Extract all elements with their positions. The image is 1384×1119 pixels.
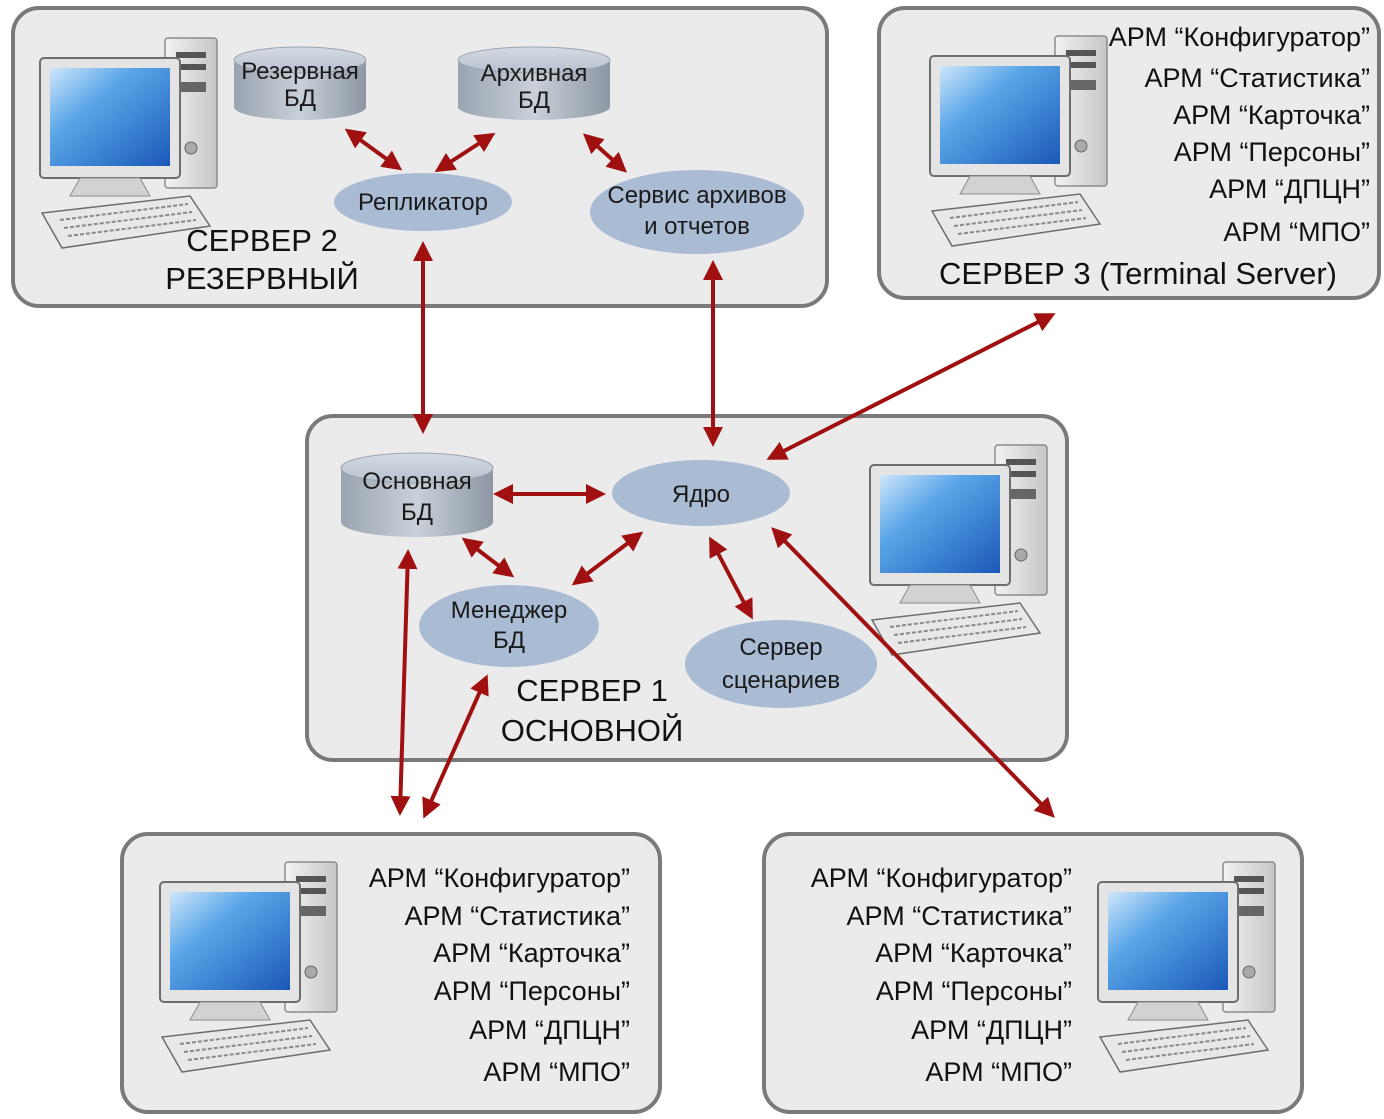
main-db[interactable]: Основная БД — [340, 452, 494, 537]
archive-db-label-2: БД — [518, 87, 550, 114]
main-db-label-2: БД — [401, 499, 433, 526]
arm-item: АРМ “ДПЦН” — [911, 1015, 1072, 1045]
arm-item: АРМ “ДПЦН” — [1209, 174, 1370, 204]
workstation-left-arm-list: АРМ “Конфигуратор” АРМ “Статистика” АРМ … — [369, 863, 630, 1087]
archive-service-label-2: и отчетов — [644, 213, 750, 240]
arrow-main-db-db-manager — [461, 537, 515, 578]
workstation-right-group: АРМ “Конфигуратор” АРМ “Статистика” АРМ … — [762, 832, 1304, 1114]
reserve-db[interactable]: Резервная БД — [233, 46, 367, 120]
arm-item: АРМ “Персоны” — [434, 976, 630, 1006]
desktop-computer-icon — [869, 444, 1048, 656]
scenario-server-node[interactable]: Сервер сценариев — [685, 620, 877, 708]
arm-item: АРМ “ДПЦН” — [469, 1015, 630, 1045]
arm-item: АРМ “Статистика” — [847, 901, 1073, 931]
arm-item: АРМ “Конфигуратор” — [369, 863, 630, 893]
replicator-node[interactable]: Репликатор — [334, 173, 512, 231]
desktop-computer-icon — [1097, 861, 1276, 1073]
server3-arm-list: АРМ “Конфигуратор” АРМ “Статистика” АРМ … — [1109, 22, 1370, 247]
desktop-computer-icon — [39, 37, 218, 249]
archive-db[interactable]: Архивная БД — [457, 46, 611, 120]
server2-group: Резервная БД Архивная БД Репликатор Серв… — [11, 6, 829, 308]
archive-service-node[interactable]: Сервис архивов и отчетов — [590, 170, 804, 254]
reserve-db-label-2: БД — [284, 85, 316, 112]
server1-title-line2: ОСНОВНОЙ — [501, 712, 683, 748]
arrow-main-db-workstation-left — [390, 549, 418, 816]
arm-item: АРМ “Конфигуратор” — [811, 863, 1072, 893]
scenario-server-label-1: Сервер — [739, 634, 822, 661]
db-manager-label-2: БД — [493, 627, 525, 654]
archive-service-label-1: Сервис архивов — [607, 182, 786, 209]
arrow-core-server3 — [766, 313, 1056, 460]
arm-item: АРМ “Карточка” — [875, 938, 1072, 968]
arrow-db-manager-workstation-left — [422, 674, 489, 819]
scenario-server-label-2: сценариев — [722, 667, 840, 694]
arrow-archive-db-archive-service — [583, 133, 627, 173]
server1-group: Основная БД Ядро Менеджер БД Сервер сцен… — [305, 414, 1069, 762]
arm-item: АРМ “Конфигуратор” — [1109, 22, 1370, 52]
reserve-db-label-1: Резервная — [241, 58, 359, 85]
db-manager-node[interactable]: Менеджер БД — [419, 585, 599, 667]
arm-item: АРМ “Статистика” — [405, 901, 631, 931]
arrow-archive-db-replicator — [434, 132, 496, 173]
arm-item: АРМ “Карточка” — [1173, 100, 1370, 130]
core-node[interactable]: Ядро — [612, 460, 790, 526]
arm-item: АРМ “Персоны” — [876, 976, 1072, 1006]
replicator-label: Репликатор — [358, 189, 488, 216]
connection-arrows — [344, 128, 1056, 819]
desktop-computer-icon — [929, 35, 1108, 247]
arm-item: АРМ “Карточка” — [433, 938, 630, 968]
arrow-core-scenario-server — [709, 536, 753, 620]
arrow-reserve-db-replicator — [344, 128, 403, 171]
workstation-right-arm-list: АРМ “Конфигуратор” АРМ “Статистика” АРМ … — [811, 863, 1072, 1087]
arrow-core-workstation-right — [771, 527, 1055, 818]
server1-title-line1: СЕРВЕР 1 — [516, 673, 668, 708]
server3-group: АРМ “Конфигуратор” АРМ “Статистика” АРМ … — [877, 6, 1381, 300]
arm-item: АРМ “Персоны” — [1174, 137, 1370, 167]
desktop-computer-icon — [159, 861, 338, 1073]
arm-item: АРМ “МПО” — [925, 1057, 1072, 1087]
archive-db-label-1: Архивная — [481, 60, 588, 87]
db-manager-label-1: Менеджер — [451, 597, 567, 624]
server2-title-line1: СЕРВЕР 2 — [186, 223, 338, 258]
arm-item: АРМ “Статистика” — [1145, 63, 1371, 93]
arrow-core-db-manager — [571, 531, 644, 586]
server2-title-line2: РЕЗЕРВНЫЙ — [165, 260, 359, 296]
arm-item: АРМ “МПО” — [1223, 217, 1370, 247]
main-db-label-1: Основная — [362, 468, 472, 495]
core-label: Ядро — [672, 481, 730, 508]
server3-title: СЕРВЕР 3 (Terminal Server) — [939, 256, 1337, 291]
arm-item: АРМ “МПО” — [483, 1057, 630, 1087]
workstation-left-group: АРМ “Конфигуратор” АРМ “Статистика” АРМ … — [120, 832, 662, 1114]
